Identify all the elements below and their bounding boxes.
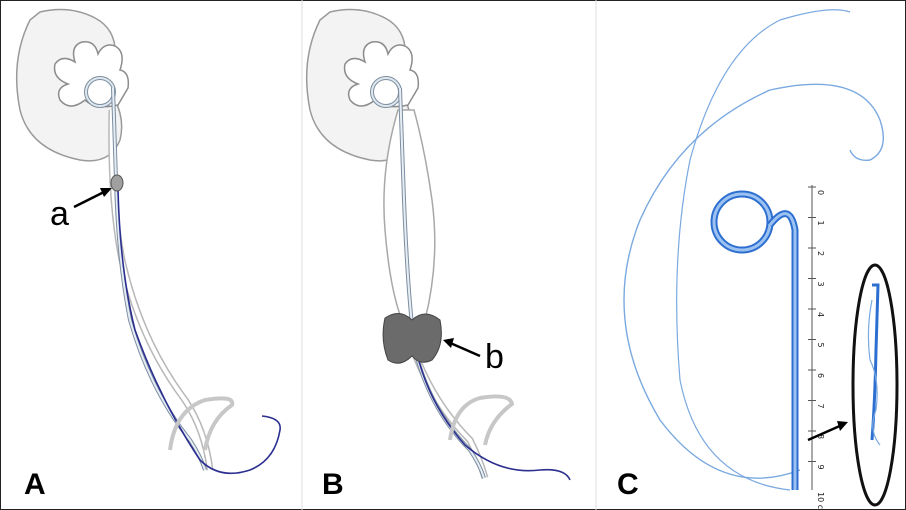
ruler-tick-label: 2: [816, 251, 825, 256]
ruler-tick-label: 1: [816, 221, 825, 226]
panel-letter-a: A: [24, 470, 46, 500]
arrow-b: [448, 342, 480, 356]
ruler-tick-label: 6: [816, 373, 825, 378]
panel-letter-c: C: [617, 470, 639, 500]
guidewire-c: [624, 84, 883, 478]
stent-shaft-c: [770, 214, 795, 490]
callout-a: a: [50, 197, 69, 231]
panel-b: [307, 10, 570, 480]
obstruction-a: [111, 175, 123, 191]
ruler-tick-label: 3: [816, 282, 825, 287]
panel-letter-b: B: [322, 470, 344, 500]
ruler-tick-label: 0: [816, 190, 825, 195]
ruler-tick-label: 9: [816, 465, 825, 470]
panel-a: [17, 10, 281, 474]
callout-b: b: [485, 340, 504, 374]
occluder-b: [383, 313, 441, 363]
ruler-tick-label: 4: [816, 312, 825, 317]
ruler-end-label: 10 cm: [816, 492, 825, 510]
ruler-tick-label: 5: [816, 343, 825, 348]
ruler-tick-label: 7: [816, 404, 825, 409]
